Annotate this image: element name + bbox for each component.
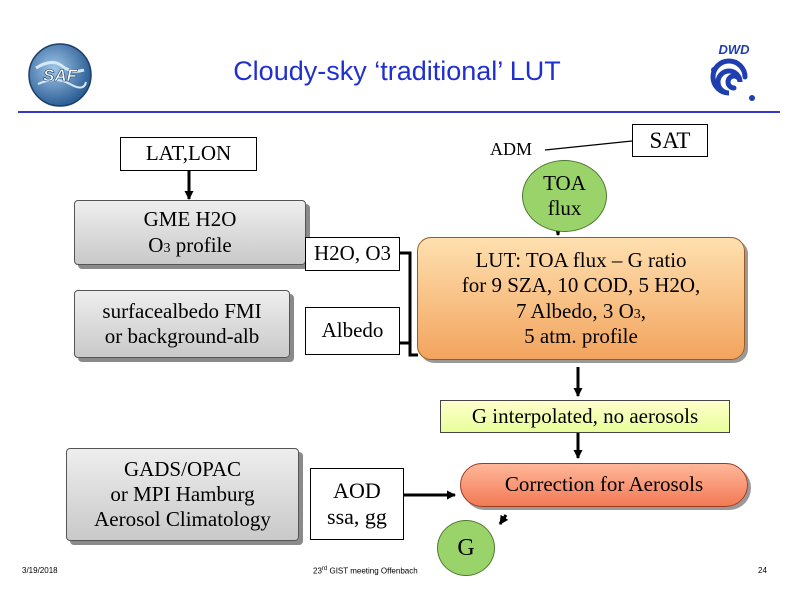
h2o-o3-box: H2O, O3 bbox=[305, 237, 400, 271]
gads-line1: GADS/OPAC bbox=[123, 456, 242, 481]
dwd-logo-icon: DWD bbox=[710, 42, 755, 101]
latlon-box: LAT,LON bbox=[120, 137, 257, 171]
connector-adm-sat bbox=[544, 140, 633, 151]
adm-label: ADM bbox=[490, 139, 533, 159]
footer-page-number: 24 bbox=[758, 566, 767, 575]
g-interpolated-box: G interpolated, no aerosols bbox=[440, 400, 730, 433]
saf-logo-icon: SAF bbox=[28, 43, 92, 107]
gads-opac-box: GADS/OPAC or MPI Hamburg Aerosol Climato… bbox=[66, 448, 299, 541]
footer-date: 3/19/2018 bbox=[22, 566, 58, 575]
aod-line2: ssa, gg bbox=[327, 504, 387, 529]
g-label: G bbox=[457, 534, 475, 561]
slide-title: Cloudy-sky ‘traditional’ LUT bbox=[233, 56, 561, 86]
surface-albedo-box: surfacealbedo FMI or background-alb bbox=[74, 290, 290, 358]
toa-flux-circle: TOA flux bbox=[522, 160, 607, 232]
aod-line1: AOD bbox=[333, 477, 381, 503]
gads-line3: Aerosol Climatology bbox=[94, 507, 271, 532]
dwd-logo-text: DWD bbox=[718, 42, 750, 57]
lut-line2: for 9 SZA, 10 COD, 5 H2O, bbox=[461, 273, 701, 298]
lut-line1: LUT: TOA flux – G ratio bbox=[475, 248, 687, 273]
lut-box: LUT: TOA flux – G ratio for 9 SZA, 10 CO… bbox=[417, 237, 745, 360]
aod-box: AOD ssa, gg bbox=[310, 468, 404, 540]
sat-label: SAT bbox=[649, 127, 691, 153]
connector-inputs-to-lut bbox=[400, 251, 418, 357]
albedo-label: Albedo bbox=[321, 318, 384, 343]
gme-line2: O3 profile bbox=[148, 232, 232, 257]
correction-label: Correction for Aerosols bbox=[504, 472, 704, 497]
arrow-correction-to-g bbox=[498, 514, 509, 525]
footer-meeting: 23rd GIST meeting Offenbach bbox=[313, 566, 418, 576]
sat-box: SAT bbox=[632, 124, 708, 157]
gme-h2o-box: GME H2O O3 profile bbox=[74, 200, 306, 265]
lut-line3: 7 Albedo, 3 O3, bbox=[515, 298, 647, 323]
lut-line4: 5 atm. profile bbox=[524, 323, 638, 348]
albedo-box: Albedo bbox=[305, 307, 400, 355]
title-divider bbox=[18, 111, 780, 113]
surface-line2: or background-alb bbox=[104, 324, 260, 348]
h2o-o3-label: H2O, O3 bbox=[314, 241, 391, 266]
toa-line1: TOA bbox=[543, 170, 586, 195]
g-circle: G bbox=[437, 520, 495, 576]
toa-line2: flux bbox=[547, 196, 582, 220]
latlon-label: LAT,LON bbox=[145, 141, 232, 166]
correction-aerosols-box: Correction for Aerosols bbox=[460, 463, 748, 507]
saf-logo-text: SAF bbox=[43, 66, 78, 85]
surface-line1: surfacealbedo FMI bbox=[102, 298, 262, 323]
g-interpolated-label: G interpolated, no aerosols bbox=[471, 403, 699, 428]
gads-line2: or MPI Hamburg bbox=[110, 481, 255, 506]
gme-line1: GME H2O bbox=[143, 207, 237, 232]
